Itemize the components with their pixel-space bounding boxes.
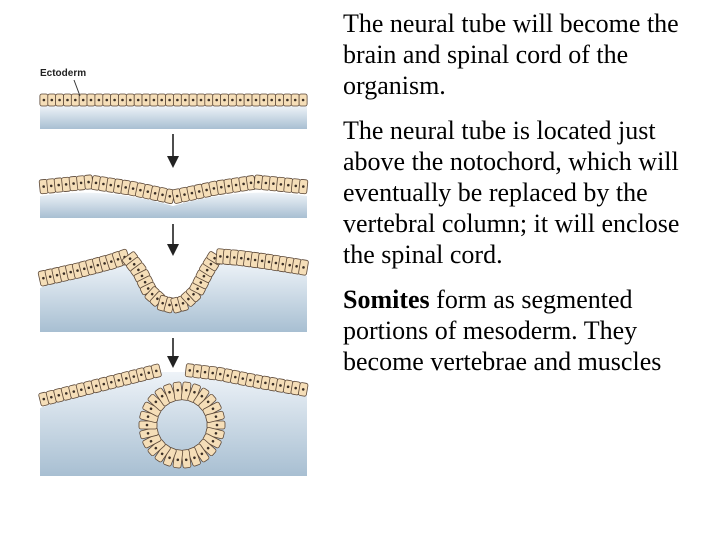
epithelial-cell <box>192 364 203 379</box>
ectoderm-pointer <box>73 79 81 97</box>
epithelial-cell <box>143 365 155 381</box>
stage-1-panel: Ectoderm <box>39 68 308 129</box>
epithelial-cell <box>188 93 198 107</box>
epithelial-cell <box>141 93 151 107</box>
epithelial-cell <box>165 93 175 107</box>
epithelial-cell <box>184 363 195 378</box>
epithelial-cell <box>261 175 271 191</box>
neurulation-diagram: Ectoderm <box>0 0 320 540</box>
epithelial-cell <box>118 93 127 107</box>
epithelial-cell <box>125 93 135 107</box>
ectoderm-label: Ectoderm <box>40 68 86 79</box>
epithelial-cell <box>208 180 220 197</box>
epithelial-cell <box>70 93 80 107</box>
arrow-down-icon <box>167 356 179 368</box>
epithelial-cell <box>222 248 233 265</box>
epithelial-cell <box>53 177 64 193</box>
neural-tube-cell <box>180 449 192 469</box>
somites-description: form as segmented portions of mesoderm. … <box>343 285 662 376</box>
epithelial-cell <box>212 93 222 107</box>
stage-3-tissue <box>40 262 307 332</box>
epithelial-cell <box>220 93 229 107</box>
epithelial-cell <box>243 93 253 107</box>
epithelial-cell <box>267 93 277 107</box>
epithelial-cell <box>290 380 301 396</box>
arrow-1 <box>167 134 179 168</box>
stage-2-cells <box>38 174 309 205</box>
epithelial-cell <box>298 179 309 195</box>
arrow-3 <box>167 338 179 368</box>
stage-4-panel <box>38 363 309 476</box>
epithelial-cell <box>110 93 119 107</box>
description-text: The neural tube will become the brain an… <box>343 8 715 391</box>
epithelial-cell <box>55 93 64 107</box>
epithelial-cell <box>150 363 162 379</box>
epithelial-cell <box>298 259 309 276</box>
epithelial-cell <box>196 93 206 107</box>
epithelial-cell <box>290 93 300 107</box>
stage-4-tissue <box>40 372 307 476</box>
epithelial-cell <box>94 93 104 107</box>
paragraph-notochord: The neural tube is located just above th… <box>343 116 680 269</box>
stage-1-cells <box>39 93 308 107</box>
neural-tube-cell <box>187 447 201 467</box>
epithelial-cell <box>298 382 309 397</box>
epithelial-cell <box>157 93 167 107</box>
stage-2-tissue <box>40 192 307 218</box>
stage-1-tissue <box>40 106 307 129</box>
stage-4-cells <box>38 363 309 407</box>
epithelial-cell <box>102 93 112 107</box>
arrow-down-icon <box>167 156 179 168</box>
epithelial-cell <box>149 93 159 107</box>
epithelial-cell <box>216 179 227 195</box>
neural-tube-cells <box>138 381 226 469</box>
neural-tube-cell <box>205 410 225 423</box>
epithelial-cell <box>98 176 109 192</box>
epithelial-cell <box>39 93 49 107</box>
epithelial-cell <box>204 93 214 107</box>
neurulation-svg: Ectoderm <box>37 68 309 476</box>
epithelial-cell <box>238 176 249 192</box>
paragraph-brain-spinal-cord: The neural tube will become the brain an… <box>343 9 679 100</box>
epithelial-cell <box>180 93 190 107</box>
epithelial-cell <box>63 93 72 107</box>
epithelial-cell <box>275 93 284 107</box>
epithelial-cell <box>133 93 143 107</box>
epithelial-cell <box>195 269 213 283</box>
epithelial-cell <box>86 93 96 107</box>
epithelial-cell <box>207 365 218 381</box>
epithelial-cell <box>235 93 245 107</box>
neural-tube-cell <box>193 443 210 463</box>
epithelial-cell <box>245 175 257 191</box>
epithelial-cell <box>172 93 182 107</box>
arrow-2 <box>167 224 179 256</box>
epithelial-cell <box>251 93 261 107</box>
stage-2-panel <box>38 174 309 218</box>
stage-3-cells <box>37 248 309 314</box>
epithelial-cell <box>298 93 308 107</box>
epithelial-cell <box>259 93 269 107</box>
somites-term: Somites <box>343 285 430 314</box>
epithelial-cell <box>282 93 292 107</box>
epithelial-cell <box>47 93 57 107</box>
paragraph-somites: Somites form as segmented portions of me… <box>343 284 715 377</box>
stage-3-panel <box>37 248 309 332</box>
arrow-down-icon <box>167 244 179 256</box>
epithelial-cell <box>227 93 237 107</box>
neural-tube-cell <box>172 381 184 401</box>
